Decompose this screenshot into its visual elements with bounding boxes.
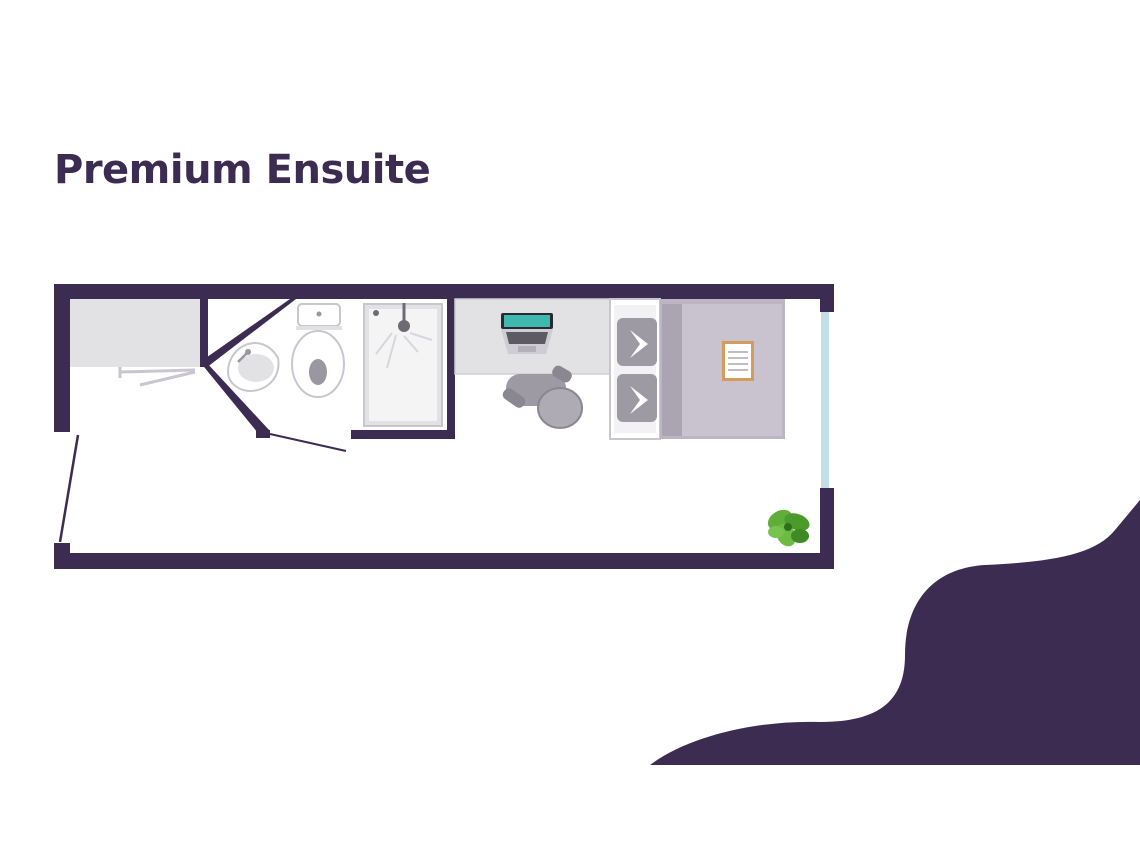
left-wall-lower	[54, 543, 70, 569]
walls	[54, 284, 834, 569]
page-title: Premium Ensuite	[54, 147, 431, 193]
right-wall-lower	[820, 488, 834, 569]
shower-right-wall	[447, 299, 455, 439]
blob-shape	[650, 500, 1140, 765]
bottom-wall	[54, 553, 834, 569]
wardrobe-icon	[70, 299, 200, 387]
door-swing-icon	[58, 433, 347, 543]
picture-icon	[722, 341, 754, 381]
top-wall	[54, 284, 834, 299]
toilet-icon	[291, 303, 345, 398]
bathroom-door-jamb	[256, 430, 270, 438]
bathroom-angled-wall-top	[200, 299, 296, 368]
laptop-icon	[501, 313, 553, 354]
pillow-icon	[617, 318, 657, 422]
shower-icon	[363, 303, 443, 427]
sink-icon	[226, 342, 280, 392]
right-wall-upper	[820, 284, 834, 312]
bathroom-angled-wall-bottom	[200, 362, 270, 438]
window-icon	[821, 312, 829, 488]
shower-left-wall	[351, 430, 455, 439]
bathroom-left-wall	[200, 299, 208, 367]
left-wall-upper	[54, 284, 70, 432]
plant-icon	[767, 509, 810, 547]
chair-icon	[502, 365, 583, 429]
